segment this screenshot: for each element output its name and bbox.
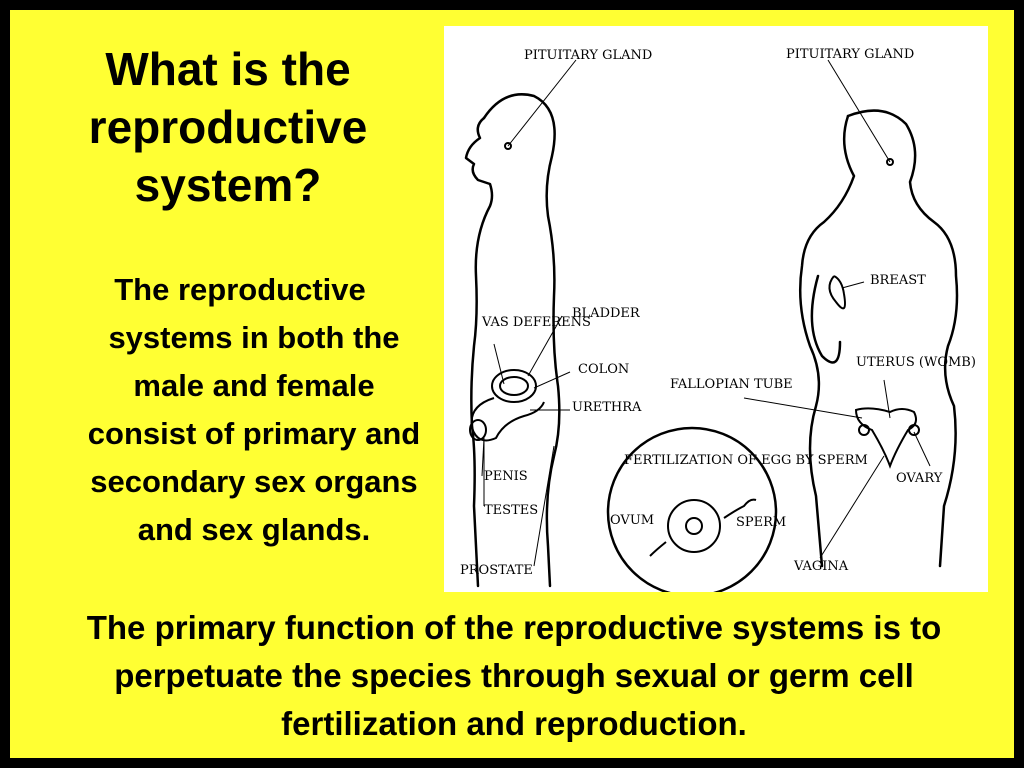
female-outline-right — [846, 109, 959, 568]
body-paragraph: The reproductive systems in both the mal… — [87, 272, 421, 547]
label-bladder: BLADDER — [572, 306, 641, 321]
label-vagina: VAGINA — [793, 559, 849, 574]
testes-shape — [469, 419, 487, 441]
label-fertilization: FERTILIZATION OF EGG BY SPERM — [624, 453, 868, 468]
breast-shape — [828, 275, 846, 310]
label-ovary: OVARY — [896, 471, 943, 486]
label-male-pituitary: PITUITARY GLAND — [524, 48, 652, 63]
male-figure — [464, 93, 561, 588]
label-colon: COLON — [578, 362, 629, 377]
label-ovum: OVUM — [610, 513, 654, 528]
label-uterus: UTERUS (WOMB) — [856, 355, 976, 370]
label-vas-deferens: VAS DEFERENS — [481, 315, 591, 330]
slide-title: What is the reproductive system? — [88, 43, 368, 211]
female-figure — [798, 109, 959, 568]
male-outline-front — [464, 116, 494, 588]
male-outline-back — [482, 93, 561, 588]
female-arm — [810, 274, 842, 364]
bladder-shape — [491, 369, 537, 403]
male-tract — [470, 397, 545, 442]
sperm-tail-1 — [723, 498, 757, 519]
label-urethra: URETHRA — [572, 400, 642, 415]
female-pituitary-mark — [886, 158, 894, 166]
slide: What is the reproductive system? The rep… — [10, 10, 1014, 758]
label-breast: BREAST — [870, 273, 926, 288]
reproductive-system-diagram: PITUITARY GLAND PITUITARY GLAND VAS DEFE… — [444, 26, 988, 592]
sperm-tail-2 — [649, 541, 667, 557]
label-penis: PENIS — [484, 469, 528, 484]
label-female-pituitary: PITUITARY GLAND — [786, 47, 914, 62]
female-outline-left — [798, 114, 856, 568]
label-testes: TESTES — [484, 503, 538, 518]
label-prostate: PROSTATE — [460, 563, 533, 578]
left-ovary — [858, 424, 870, 436]
label-fallopian: FALLOPIAN TUBE — [670, 377, 793, 392]
fertilization-inset — [606, 426, 778, 592]
ovum-nucleus — [685, 517, 703, 535]
ovum-shape — [667, 499, 721, 553]
fertilization-circle — [606, 426, 778, 592]
bottom-paragraph: The primary function of the reproductive… — [86, 609, 942, 742]
male-pituitary-mark — [504, 142, 512, 150]
label-sperm: SPERM — [736, 515, 786, 530]
right-ovary — [908, 424, 920, 436]
colon-shape — [499, 376, 529, 396]
